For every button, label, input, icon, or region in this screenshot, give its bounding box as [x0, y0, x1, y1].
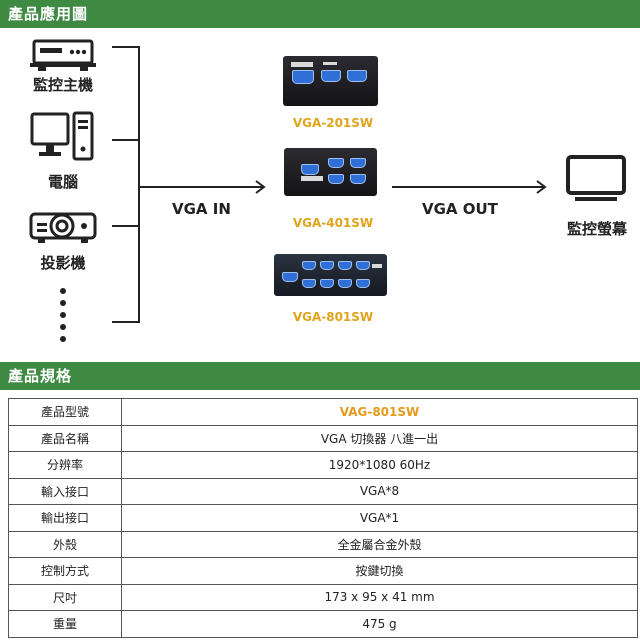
spec-value: VAG-801SW	[121, 398, 638, 426]
output-label-monitor: 監控螢幕	[566, 220, 627, 238]
model-label-801sw: VGA-801SW	[292, 310, 374, 324]
more-sources-dots-icon	[60, 288, 66, 342]
spec-row: 控制方式按鍵切換	[8, 557, 638, 585]
spec-value: 按鍵切換	[121, 557, 638, 585]
spec-key: 輸入接口	[8, 477, 122, 505]
dvr-icon	[30, 39, 96, 71]
spec-key: 輸出接口	[8, 504, 122, 532]
source-label-computer: 電腦	[47, 173, 78, 191]
spec-key: 產品型號	[8, 398, 122, 426]
spec-key: 尺吋	[8, 583, 122, 611]
monitor-icon	[566, 155, 626, 201]
spec-row: 外殼全金屬合金外殼	[8, 530, 638, 558]
source-label-dvr: 監控主機	[32, 76, 93, 94]
source-label-projector: 投影機	[40, 254, 86, 272]
device-vga-401sw-image	[284, 148, 377, 196]
spec-key: 外殼	[8, 530, 122, 558]
projector-icon	[29, 212, 97, 243]
spec-value: 1920*1080 60Hz	[121, 451, 638, 479]
connector-line	[112, 46, 139, 48]
connector-line	[112, 139, 139, 141]
connector-line	[112, 225, 139, 227]
computer-icon	[30, 111, 94, 161]
spec-value: 全金屬合金外殼	[121, 530, 638, 558]
input-arrow-icon	[139, 180, 266, 194]
spec-key: 產品名稱	[8, 424, 122, 452]
vga-in-label: VGA IN	[172, 200, 231, 218]
model-label-201sw: VGA-201SW	[292, 116, 374, 130]
vga-out-label: VGA OUT	[422, 200, 498, 218]
spec-value: 173 x 95 x 41 mm	[121, 583, 638, 611]
device-vga-201sw-image	[283, 56, 378, 106]
application-diagram: 監控主機 電腦 投影機 VGA IN	[0, 28, 640, 362]
section-header-specifications: 產品規格	[0, 362, 640, 390]
bracket-vertical-line	[138, 46, 140, 323]
spec-value: VGA*1	[121, 504, 638, 532]
spec-value: 475 g	[121, 610, 638, 638]
output-arrow-icon	[392, 180, 547, 194]
spec-key: 分辨率	[8, 451, 122, 479]
device-vga-801sw-image	[274, 254, 387, 296]
model-label-401sw: VGA-401SW	[292, 216, 374, 230]
connector-line	[112, 321, 139, 323]
spec-value: VGA 切換器 八進一出	[121, 424, 638, 452]
spec-key: 重量	[8, 610, 122, 638]
spec-value: VGA*8	[121, 477, 638, 505]
spec-key: 控制方式	[8, 557, 122, 585]
section-header-application: 產品應用圖	[0, 0, 640, 28]
